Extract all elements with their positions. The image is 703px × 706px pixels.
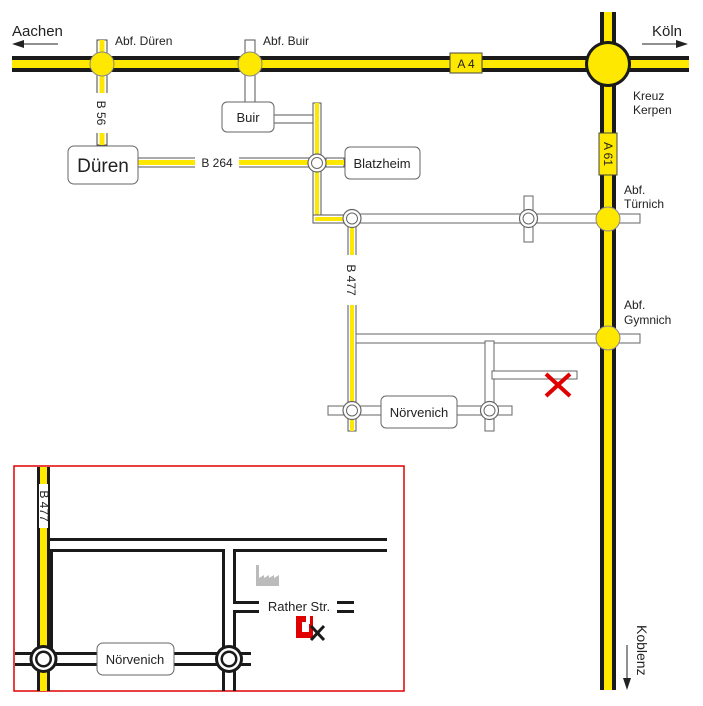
- rather-str-label: Rather Str.: [268, 599, 330, 614]
- a4-label: A 4: [457, 57, 475, 71]
- exit-gymnich: [595, 325, 621, 351]
- exit-tuernich: [595, 206, 621, 232]
- tuernich-road: [342, 195, 641, 243]
- exit-tuernich-label-1: Abf.: [624, 183, 645, 197]
- town-buir: Buir: [221, 101, 275, 133]
- arrow-down-icon: [623, 678, 631, 690]
- inset-b477-label: B 477: [37, 490, 51, 522]
- svg-text:Düren: Düren: [77, 156, 129, 177]
- town-dueren: Düren: [67, 145, 139, 185]
- exit-gymnich-label-1: Abf.: [624, 298, 645, 312]
- exit-buir: [237, 51, 263, 77]
- kreuz-kerpen-label-1: Kreuz: [633, 89, 664, 103]
- exit-dueren: [89, 51, 115, 77]
- town-blatzheim: Blatzheim: [344, 146, 421, 180]
- blatzheim-roundabout: [307, 153, 345, 173]
- factory-icon: [256, 565, 279, 586]
- a61-label: A 61: [601, 142, 615, 166]
- kreuz-kerpen-interchange: [585, 41, 631, 87]
- b56-road: [94, 39, 110, 146]
- inset-town-noervenich: Nörvenich: [96, 642, 175, 676]
- svg-text:Nörvenich: Nörvenich: [106, 652, 165, 667]
- destination-x-icon: [544, 372, 572, 398]
- svg-text:Buir: Buir: [236, 110, 260, 125]
- direction-koeln: Köln: [642, 23, 688, 48]
- b56-label: B 56: [94, 101, 108, 126]
- a4-motorway: [12, 56, 689, 72]
- arrow-left-icon: [12, 40, 24, 48]
- company-marker-icon: [296, 616, 326, 642]
- direction-aachen: Aachen: [12, 23, 63, 48]
- town-noervenich: Nörvenich: [380, 395, 458, 429]
- inset-detail-map: B 477 Rather Str. Nörvenich: [13, 465, 405, 692]
- gymnich-road: [355, 333, 641, 430]
- svg-text:Blatzheim: Blatzheim: [353, 156, 410, 171]
- arrow-right-icon: [676, 40, 688, 48]
- direction-koblenz-label: Koblenz: [634, 625, 650, 676]
- svg-text:Nörvenich: Nörvenich: [390, 405, 449, 420]
- direction-aachen-label: Aachen: [12, 23, 63, 40]
- exit-buir-label: Abf. Buir: [263, 34, 309, 48]
- direction-koblenz: Koblenz: [623, 625, 650, 690]
- exit-dueren-label: Abf. Düren: [115, 34, 172, 48]
- direction-koeln-label: Köln: [652, 23, 682, 40]
- b264-label: B 264: [201, 156, 233, 170]
- a61-motorway: [600, 12, 616, 690]
- a4-shield: A 4: [449, 52, 483, 74]
- kreuz-kerpen-label-2: Kerpen: [633, 103, 672, 117]
- a61-shield: A 61: [598, 132, 618, 176]
- exit-gymnich-label-2: Gymnich: [624, 313, 671, 327]
- exit-tuernich-label-2: Türnich: [624, 197, 664, 211]
- b477-label: B 477: [344, 264, 358, 296]
